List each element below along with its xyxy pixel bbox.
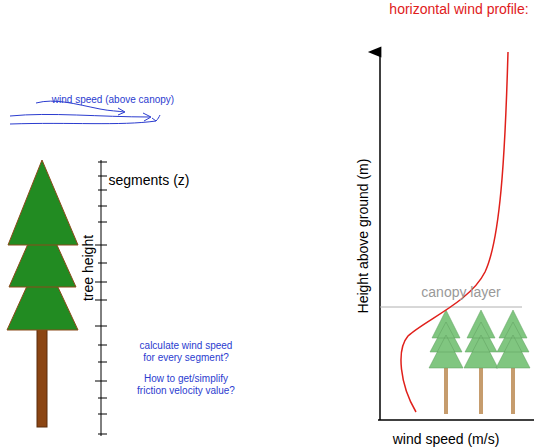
speed-axis (378, 419, 534, 421)
small-tree-crown (464, 310, 498, 368)
wind-label: wind speed (above canopy) (52, 94, 174, 106)
question-note: How to get/simplify friction velocity va… (134, 373, 238, 397)
layer-label: canopy layer (421, 284, 500, 301)
chart-title: horizontal wind profile: (389, 1, 528, 18)
axis-label: wind speed (m/s) (393, 431, 500, 447)
wind-arrowhead (143, 113, 151, 121)
axis-label: Height above ground (m) (355, 159, 372, 314)
tree-trunk (37, 328, 47, 427)
small-tree-trunk (444, 362, 448, 414)
small-tree-trunk (479, 362, 483, 414)
axis-label: segments (z) (109, 172, 190, 189)
wind-profile-curve (401, 52, 508, 412)
axis-label: tree height (80, 235, 97, 301)
wind-line (10, 114, 150, 117)
small-trees (429, 310, 530, 414)
wind-arrowhead (152, 118, 156, 121)
small-tree-crown (496, 310, 530, 368)
segment-axis (101, 160, 102, 436)
height-axis (379, 52, 381, 420)
question-note: calculate wind speed for every segment? (134, 340, 238, 364)
wind-arrowhead (118, 108, 125, 115)
tree-crown (8, 160, 78, 245)
small-tree-crown (429, 310, 463, 368)
wind-line (10, 115, 160, 124)
segment-ticks (95, 162, 107, 434)
small-tree-trunk (511, 362, 515, 414)
